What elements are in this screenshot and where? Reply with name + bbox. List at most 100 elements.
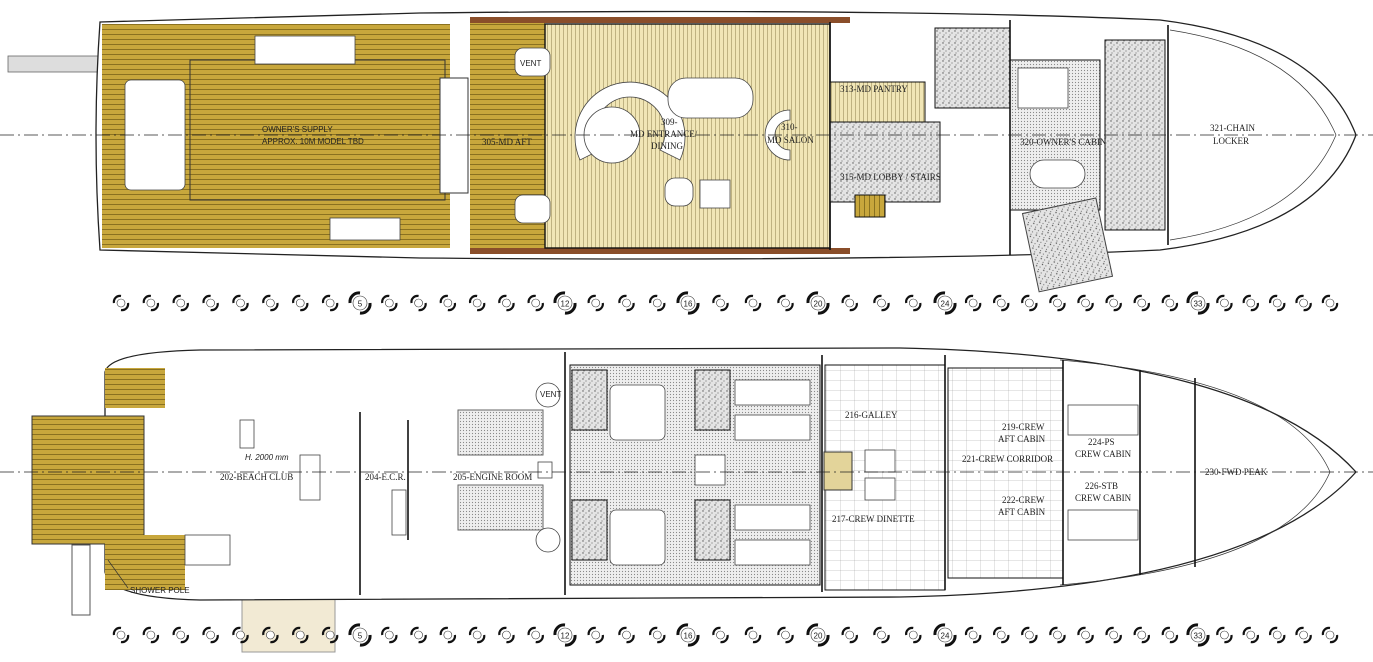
frame-marker: [649, 626, 666, 644]
frame-number: 12: [561, 632, 570, 641]
frame-marker: [1321, 294, 1339, 312]
vent-label: VENT: [520, 59, 541, 68]
frame-marker: [1269, 294, 1286, 312]
frame-marker: [262, 626, 279, 644]
swim-platform-teak: [31, 415, 145, 545]
frame-marker: [905, 626, 922, 644]
entrance-dining-label-2: MD ENTRANCE/: [630, 129, 698, 139]
owners-supply-label: OWNER'S SUPPLY: [262, 125, 333, 134]
frame-marker: [873, 626, 890, 644]
main-deck-plan: OWNER'S SUPPLY APPROX. 10M MODEL TBD 305…: [0, 10, 1373, 293]
frame-marker: 5: [348, 291, 372, 315]
frame-marker: [587, 626, 604, 644]
frame-marker: [618, 626, 635, 644]
lobby-stairs: [854, 194, 886, 218]
frame-marker: [1049, 294, 1066, 312]
frame-marker: [1269, 626, 1286, 644]
vip-bath: [571, 369, 608, 431]
frame-number: 12: [561, 300, 570, 309]
frame-marker: [618, 294, 635, 312]
crew-cabin-stb-label-1: 226-STB: [1085, 481, 1118, 491]
ecr-label: 204-E.C.R.: [365, 472, 406, 482]
salon-label-2: MD SALON: [767, 135, 814, 145]
crew-corridor-label: 221-CREW CORRIDOR: [962, 454, 1053, 464]
frame-marker: [1105, 294, 1122, 312]
frame-marker: 16: [676, 291, 700, 315]
lower-deck-plan: H. 2000 mm 202-BEACH CLUB 204-E.C.R. 20 5…: [0, 347, 1373, 653]
lobby-stone: [829, 121, 941, 203]
frame-marker: [321, 626, 339, 644]
chain-locker-label-1: 321-CHAIN: [1210, 123, 1255, 133]
frame-marker: [498, 626, 515, 644]
frame-marker: [498, 294, 515, 312]
galley-label: 216-GALLEY: [845, 410, 898, 420]
shower-pole-label: SHOWER POLE: [130, 586, 190, 595]
passerelle: [7, 55, 104, 73]
frame-number: 16: [684, 300, 693, 309]
frame-marker: 24: [933, 623, 957, 647]
frame-marker: [744, 626, 762, 644]
frame-marker: [1295, 626, 1312, 644]
frame-marker: 24: [933, 291, 957, 315]
frame-number: 5: [358, 300, 363, 309]
crew-aft-cabin-1-label-2: AFT CABIN: [998, 434, 1046, 444]
aft-stairs-stb: [105, 535, 185, 590]
frame-marker: [873, 294, 890, 312]
frame-marker: [1242, 626, 1259, 644]
frame-marker: [468, 294, 486, 312]
frame-marker: [381, 626, 398, 644]
frame-marker: [1242, 294, 1259, 312]
frame-number: 33: [1194, 300, 1203, 309]
crew-cabin-ps-label-1: 224-PS: [1088, 437, 1115, 447]
frame-marker: [841, 626, 858, 644]
frame-marker: [142, 626, 160, 644]
frame-number: 24: [941, 300, 950, 309]
frame-number: 20: [814, 632, 823, 641]
frame-marker: [527, 294, 544, 312]
frame-marker: 20: [806, 623, 830, 647]
frame-marker: [1021, 294, 1038, 312]
frame-marker: [1077, 294, 1094, 312]
frame-marker: [1161, 294, 1179, 312]
vip-bath: [694, 499, 731, 561]
frame-number: 24: [941, 632, 950, 641]
frame-marker: [1077, 626, 1094, 644]
frame-marker: [777, 294, 794, 312]
frame-marker: [1216, 294, 1233, 312]
frame-marker: [744, 294, 762, 312]
frame-marker: 5: [348, 623, 372, 647]
vip-bath: [694, 369, 731, 431]
crew-cabins-floor: [947, 367, 1064, 579]
owners-cabin-label: 320-OWNER'S CABIN: [1020, 137, 1107, 147]
frame-marker: [232, 294, 249, 312]
frame-markers-main-deck: 5 12 16 20 24 33: [112, 291, 1339, 315]
frame-marker: [649, 294, 666, 312]
beach-club-label: 202-BEACH CLUB: [220, 472, 293, 482]
frame-number: 16: [684, 632, 693, 641]
frame-marker: [1105, 626, 1122, 644]
vip-bath: [571, 499, 608, 561]
frame-marker: [468, 626, 486, 644]
engines: [457, 409, 544, 531]
frame-marker: [777, 626, 794, 644]
frame-number: 33: [1194, 632, 1203, 641]
height-note: H. 2000 mm: [245, 453, 289, 462]
frame-marker: [905, 294, 922, 312]
frame-marker: [112, 294, 130, 312]
aft-stairs-port: [105, 368, 165, 408]
crew-dinette-label: 217-CREW DINETTE: [832, 514, 915, 524]
boarding-ladder: [71, 544, 91, 616]
crew-aft-cabin-2-label-1: 222-CREW: [1002, 495, 1045, 505]
frame-number: 20: [814, 300, 823, 309]
frame-marker: [712, 294, 729, 312]
frame-marker: [439, 294, 457, 312]
frame-marker: 12: [553, 291, 577, 315]
frame-marker: [712, 626, 729, 644]
frame-marker: [1021, 626, 1038, 644]
frame-marker: [1133, 626, 1150, 644]
crew-cabin-stb-label-2: CREW CABIN: [1075, 493, 1132, 503]
frame-marker: [172, 294, 189, 312]
frame-marker: [587, 294, 604, 312]
balcony: [1021, 197, 1114, 293]
frame-marker: 33: [1186, 291, 1210, 315]
